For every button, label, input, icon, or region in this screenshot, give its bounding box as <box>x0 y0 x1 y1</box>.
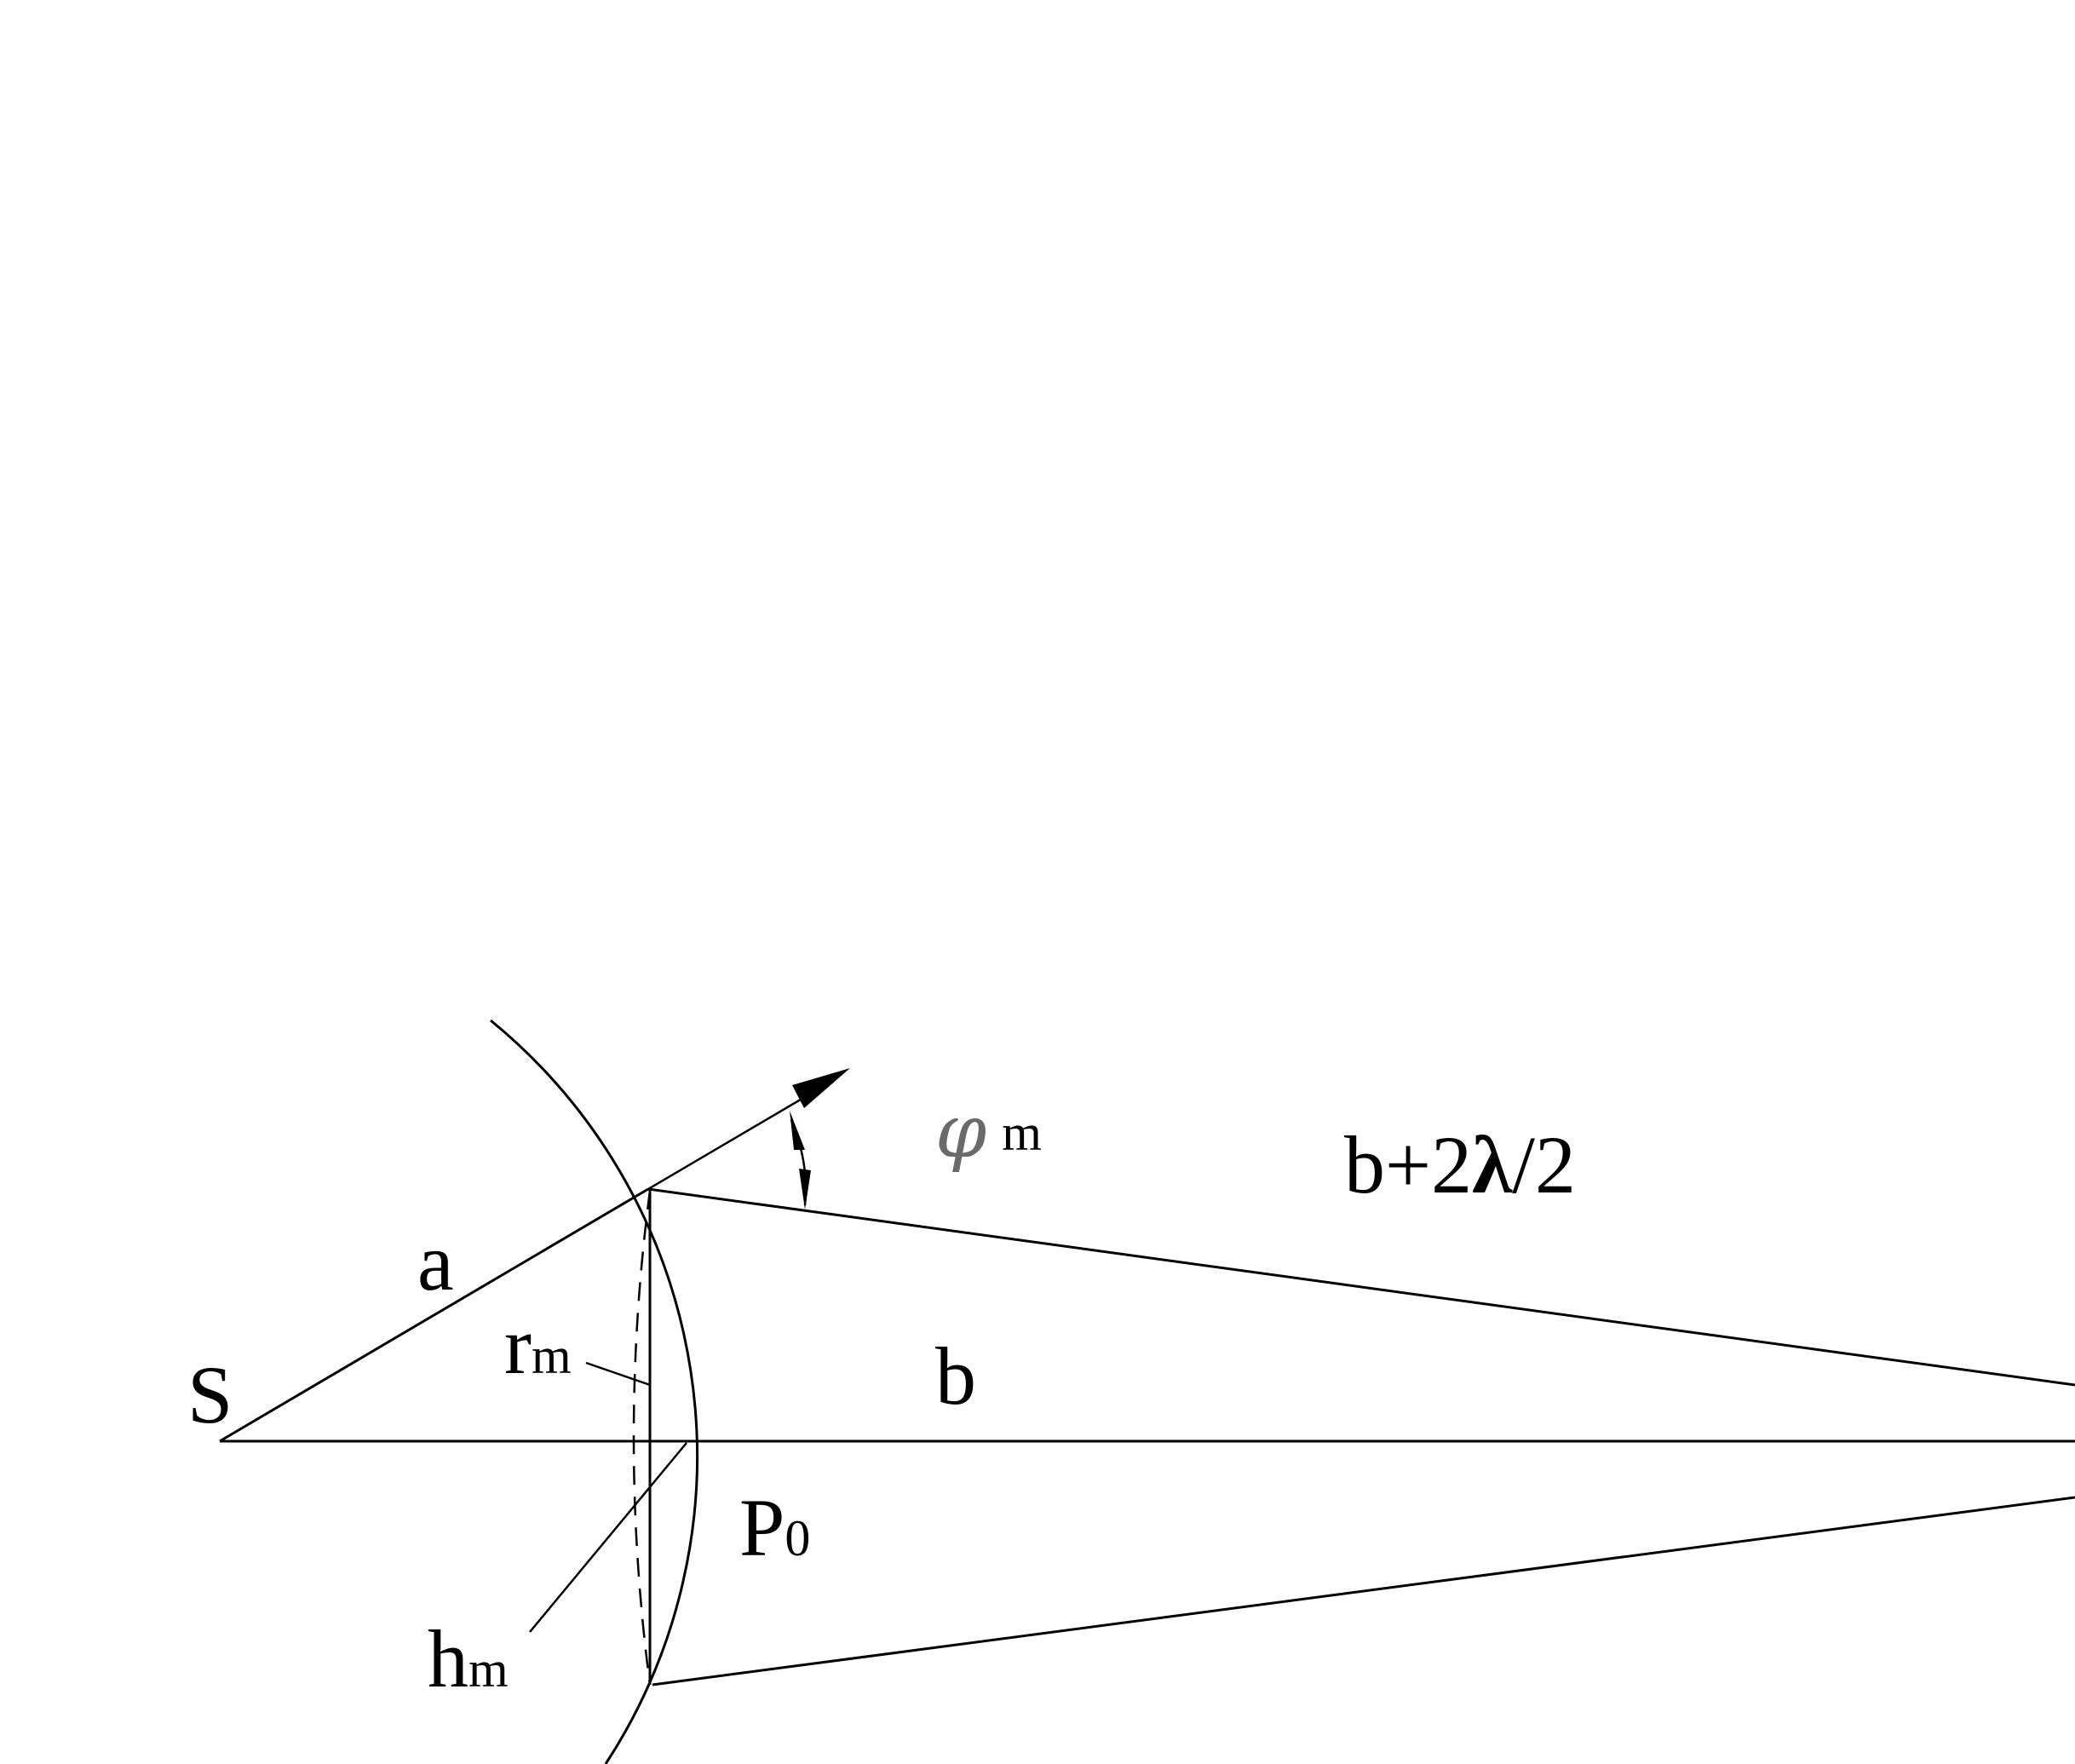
wavefront-arc <box>490 1019 699 1764</box>
rm-leader <box>585 1361 651 1387</box>
angle-arrow-bottom <box>799 1169 811 1210</box>
label-observation-point: P0 <box>739 1482 810 1573</box>
ray-a-extension <box>647 1090 814 1191</box>
ray-a <box>219 1187 649 1443</box>
ray-lower <box>652 1496 2075 1686</box>
label-zone-radius: rm <box>504 1300 572 1391</box>
label-sagitta: hm <box>428 1613 509 1704</box>
hm-leader <box>529 1442 687 1633</box>
angle-arrow-top <box>790 1111 805 1150</box>
label-path-length: b+2λ/2 <box>1344 1119 1576 1210</box>
label-incident-ray: a <box>417 1216 454 1307</box>
ray-arrow-head <box>792 1068 850 1108</box>
label-axis-distance: b <box>935 1330 976 1422</box>
label-source: S <box>187 1349 233 1440</box>
ray-upper <box>647 1187 2075 1387</box>
dashed-inner-arc <box>632 1190 652 1686</box>
